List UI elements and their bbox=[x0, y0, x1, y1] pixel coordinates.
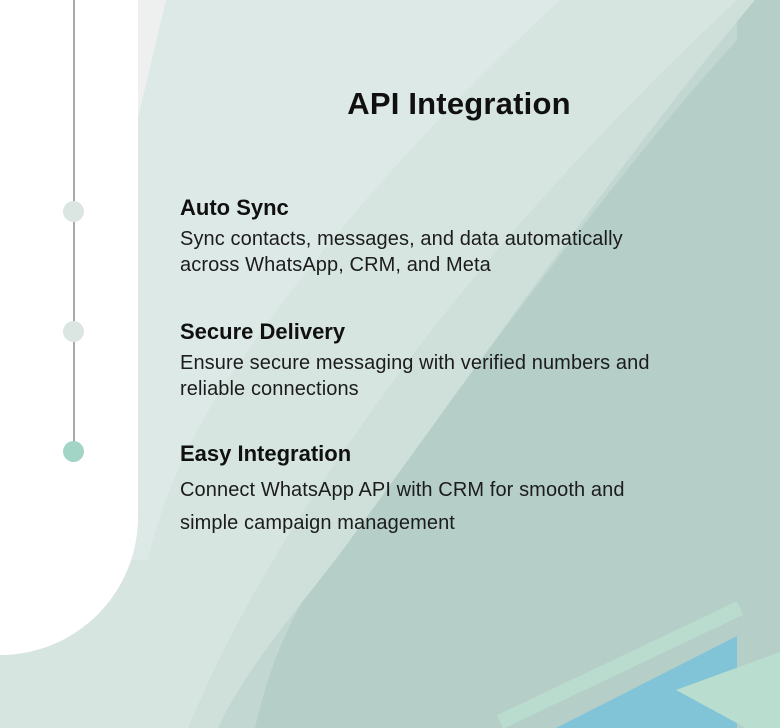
feature-description: Connect WhatsApp API with CRM for smooth… bbox=[180, 474, 725, 540]
feature-description: Sync contacts, messages, and data automa… bbox=[180, 226, 725, 278]
blue-triangle-shape bbox=[556, 636, 737, 728]
feature-description-line: simple campaign management bbox=[180, 512, 455, 534]
feature-description-line: reliable connections bbox=[180, 378, 359, 400]
feature-easy-integration: Easy Integration Connect WhatsApp API wi… bbox=[180, 439, 725, 540]
feature-heading: Secure Delivery bbox=[180, 319, 346, 344]
feature-description-line: Connect WhatsApp API with CRM for smooth… bbox=[180, 479, 625, 501]
timeline-dot bbox=[63, 321, 84, 342]
feature-heading: Easy Integration bbox=[180, 441, 352, 466]
background-band-4 bbox=[0, 0, 560, 560]
timeline-dot bbox=[63, 201, 84, 222]
timeline-line bbox=[73, 0, 75, 452]
feature-description-line: across WhatsApp, CRM, and Meta bbox=[180, 254, 491, 276]
background-sliver bbox=[138, 0, 166, 118]
feature-secure-delivery: Secure Delivery Ensure secure messaging … bbox=[180, 317, 725, 402]
feature-auto-sync: Auto Sync Sync contacts, messages, and d… bbox=[180, 193, 725, 278]
page-title: API Integration bbox=[347, 86, 571, 121]
feature-description-line: Sync contacts, messages, and data automa… bbox=[180, 228, 623, 250]
mint-arrow-shape bbox=[676, 652, 780, 728]
timeline-dot-active bbox=[63, 441, 84, 462]
mint-stripe-shape bbox=[496, 601, 744, 728]
feature-heading: Auto Sync bbox=[180, 195, 289, 220]
feature-description: Ensure secure messaging with verified nu… bbox=[180, 350, 725, 402]
feature-description-line: Ensure secure messaging with verified nu… bbox=[180, 352, 650, 374]
